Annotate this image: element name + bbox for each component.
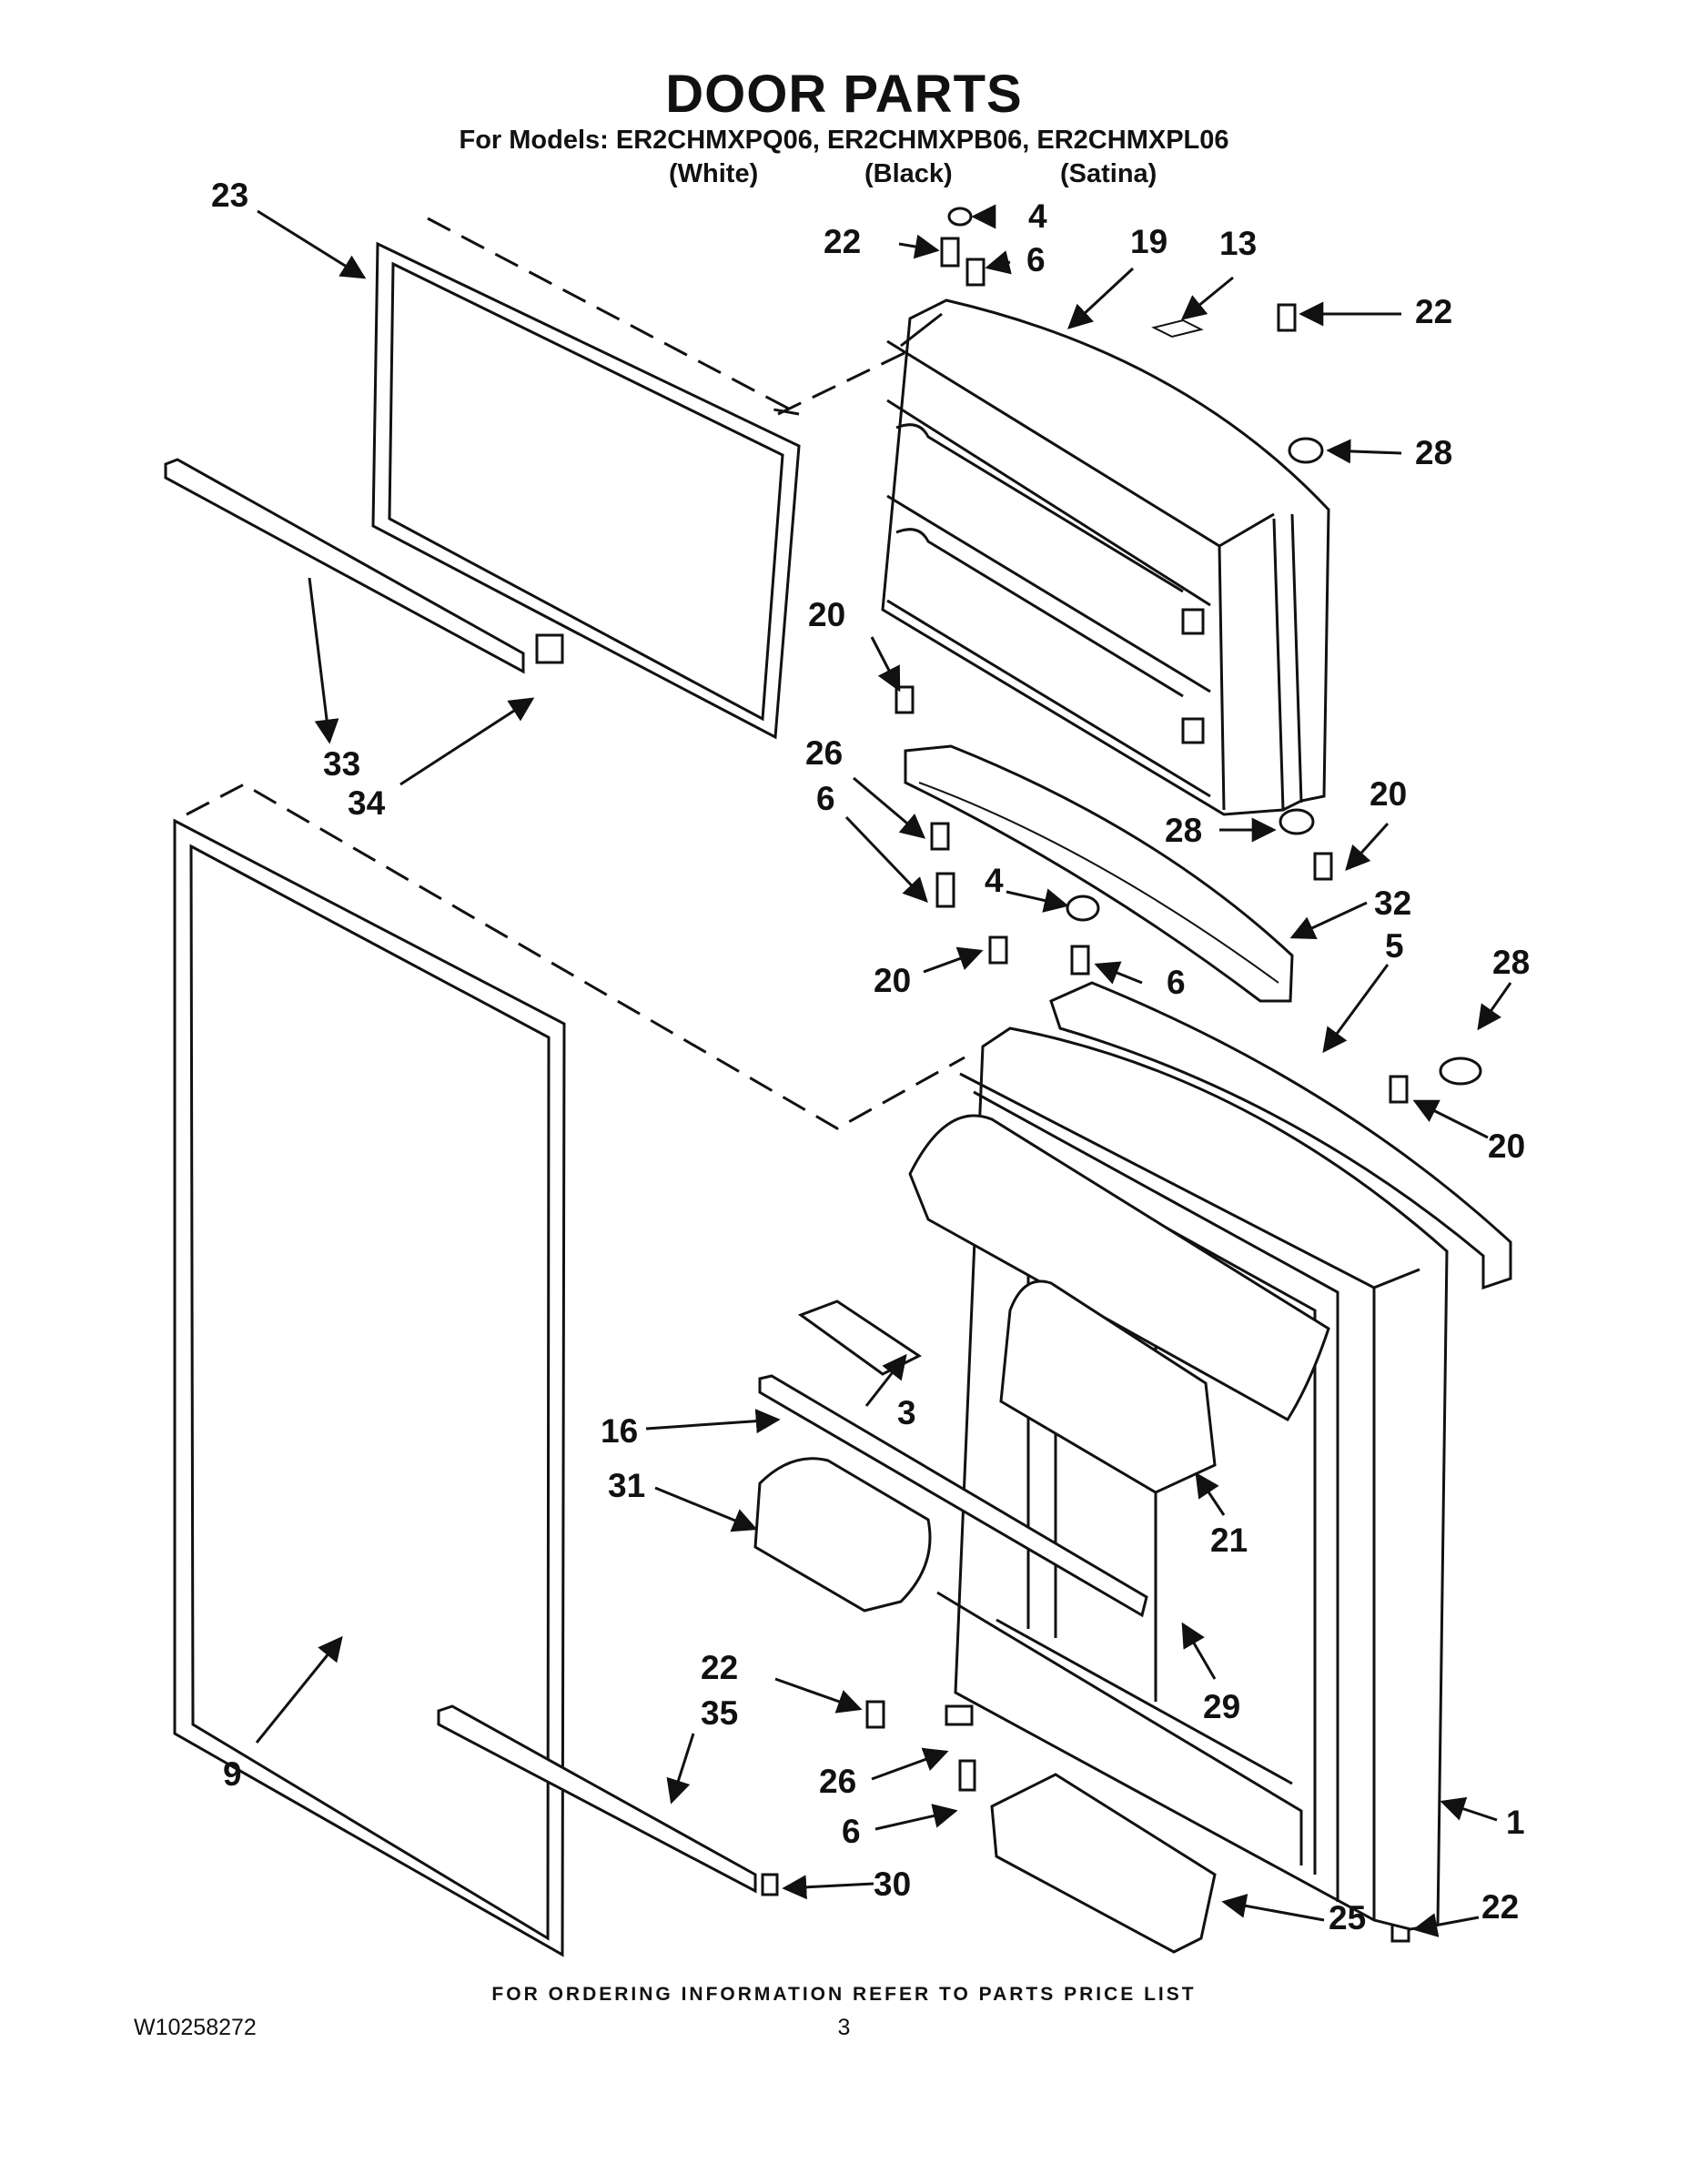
upper-door-bin: [908, 1114, 1330, 1422]
fresh-food-door-gasket: [173, 818, 566, 1957]
callout-28-mid: 28: [1165, 812, 1202, 849]
callout-22-bottom: 22: [1481, 1888, 1519, 1926]
bottom-gasket-strip: [437, 1704, 757, 1894]
callout-20-lower: 20: [1488, 1127, 1525, 1165]
callout-6-lower: 6: [842, 1813, 861, 1850]
callout-29: 29: [1203, 1688, 1240, 1725]
door-trim-strip: [904, 744, 1294, 1003]
ordering-note: FOR ORDERING INFORMATION REFER TO PARTS …: [491, 1984, 1197, 2005]
callout-25: 25: [1329, 1899, 1366, 1936]
bottom-door-bin: [990, 1773, 1217, 1954]
shelf-trim-bar: [758, 1374, 1148, 1618]
freezer-door: [881, 298, 1330, 816]
callout-3: 3: [897, 1394, 916, 1431]
callout-13: 13: [1219, 225, 1257, 262]
callout-5: 5: [1385, 927, 1404, 965]
variant-satina-label: (Satina): [1060, 159, 1157, 188]
variant-black-label: (Black): [864, 159, 953, 188]
callout-33: 33: [323, 745, 360, 783]
top-gasket-strip: [164, 458, 525, 674]
variant-white-label: (White): [669, 159, 759, 188]
callout-28-top: 28: [1415, 434, 1452, 471]
callout-6-top: 6: [1026, 241, 1046, 278]
callout-4-mid: 4: [985, 862, 1004, 899]
callout-19: 19: [1130, 223, 1167, 260]
callout-22-lower: 22: [701, 1649, 738, 1686]
callout-26-lower: 26: [819, 1763, 856, 1800]
callout-6-hinge: 6: [1167, 964, 1186, 1001]
dairy-bin: [753, 1457, 932, 1613]
callout-20-mid: 20: [874, 962, 911, 999]
callout-34: 34: [348, 784, 386, 822]
callout-9: 9: [223, 1755, 242, 1793]
callout-4-top: 4: [1028, 197, 1047, 235]
callout-35: 35: [701, 1694, 738, 1732]
dairy-compartment: [999, 1279, 1217, 1494]
callout-28-right: 28: [1492, 944, 1530, 981]
callout-1: 1: [1506, 1804, 1525, 1841]
callout-22-right: 22: [1415, 293, 1452, 330]
callout-21: 21: [1210, 1522, 1248, 1559]
callout-26-top: 26: [805, 734, 843, 772]
callout-20-left: 20: [808, 596, 845, 633]
callout-20-right: 20: [1370, 775, 1407, 813]
callout-30: 30: [874, 1866, 911, 1903]
callout-32: 32: [1374, 885, 1411, 922]
callout-leaders: [255, 204, 1512, 1937]
page-number: 3: [837, 2015, 851, 2040]
document-number: W10258272: [134, 2015, 257, 2040]
freezer-door-gasket: [371, 241, 801, 740]
callout-31: 31: [608, 1467, 645, 1504]
callout-16: 16: [601, 1412, 638, 1450]
page-title: DOOR PARTS: [665, 65, 1023, 124]
callout-22-top: 22: [824, 223, 861, 260]
top-hinge-bracket: [1049, 981, 1512, 1290]
callout-23: 23: [211, 177, 248, 214]
models-line: For Models: ER2CHMXPQ06, ER2CHMXPB06, ER…: [459, 126, 1229, 155]
callout-6-mid: 6: [816, 780, 835, 817]
